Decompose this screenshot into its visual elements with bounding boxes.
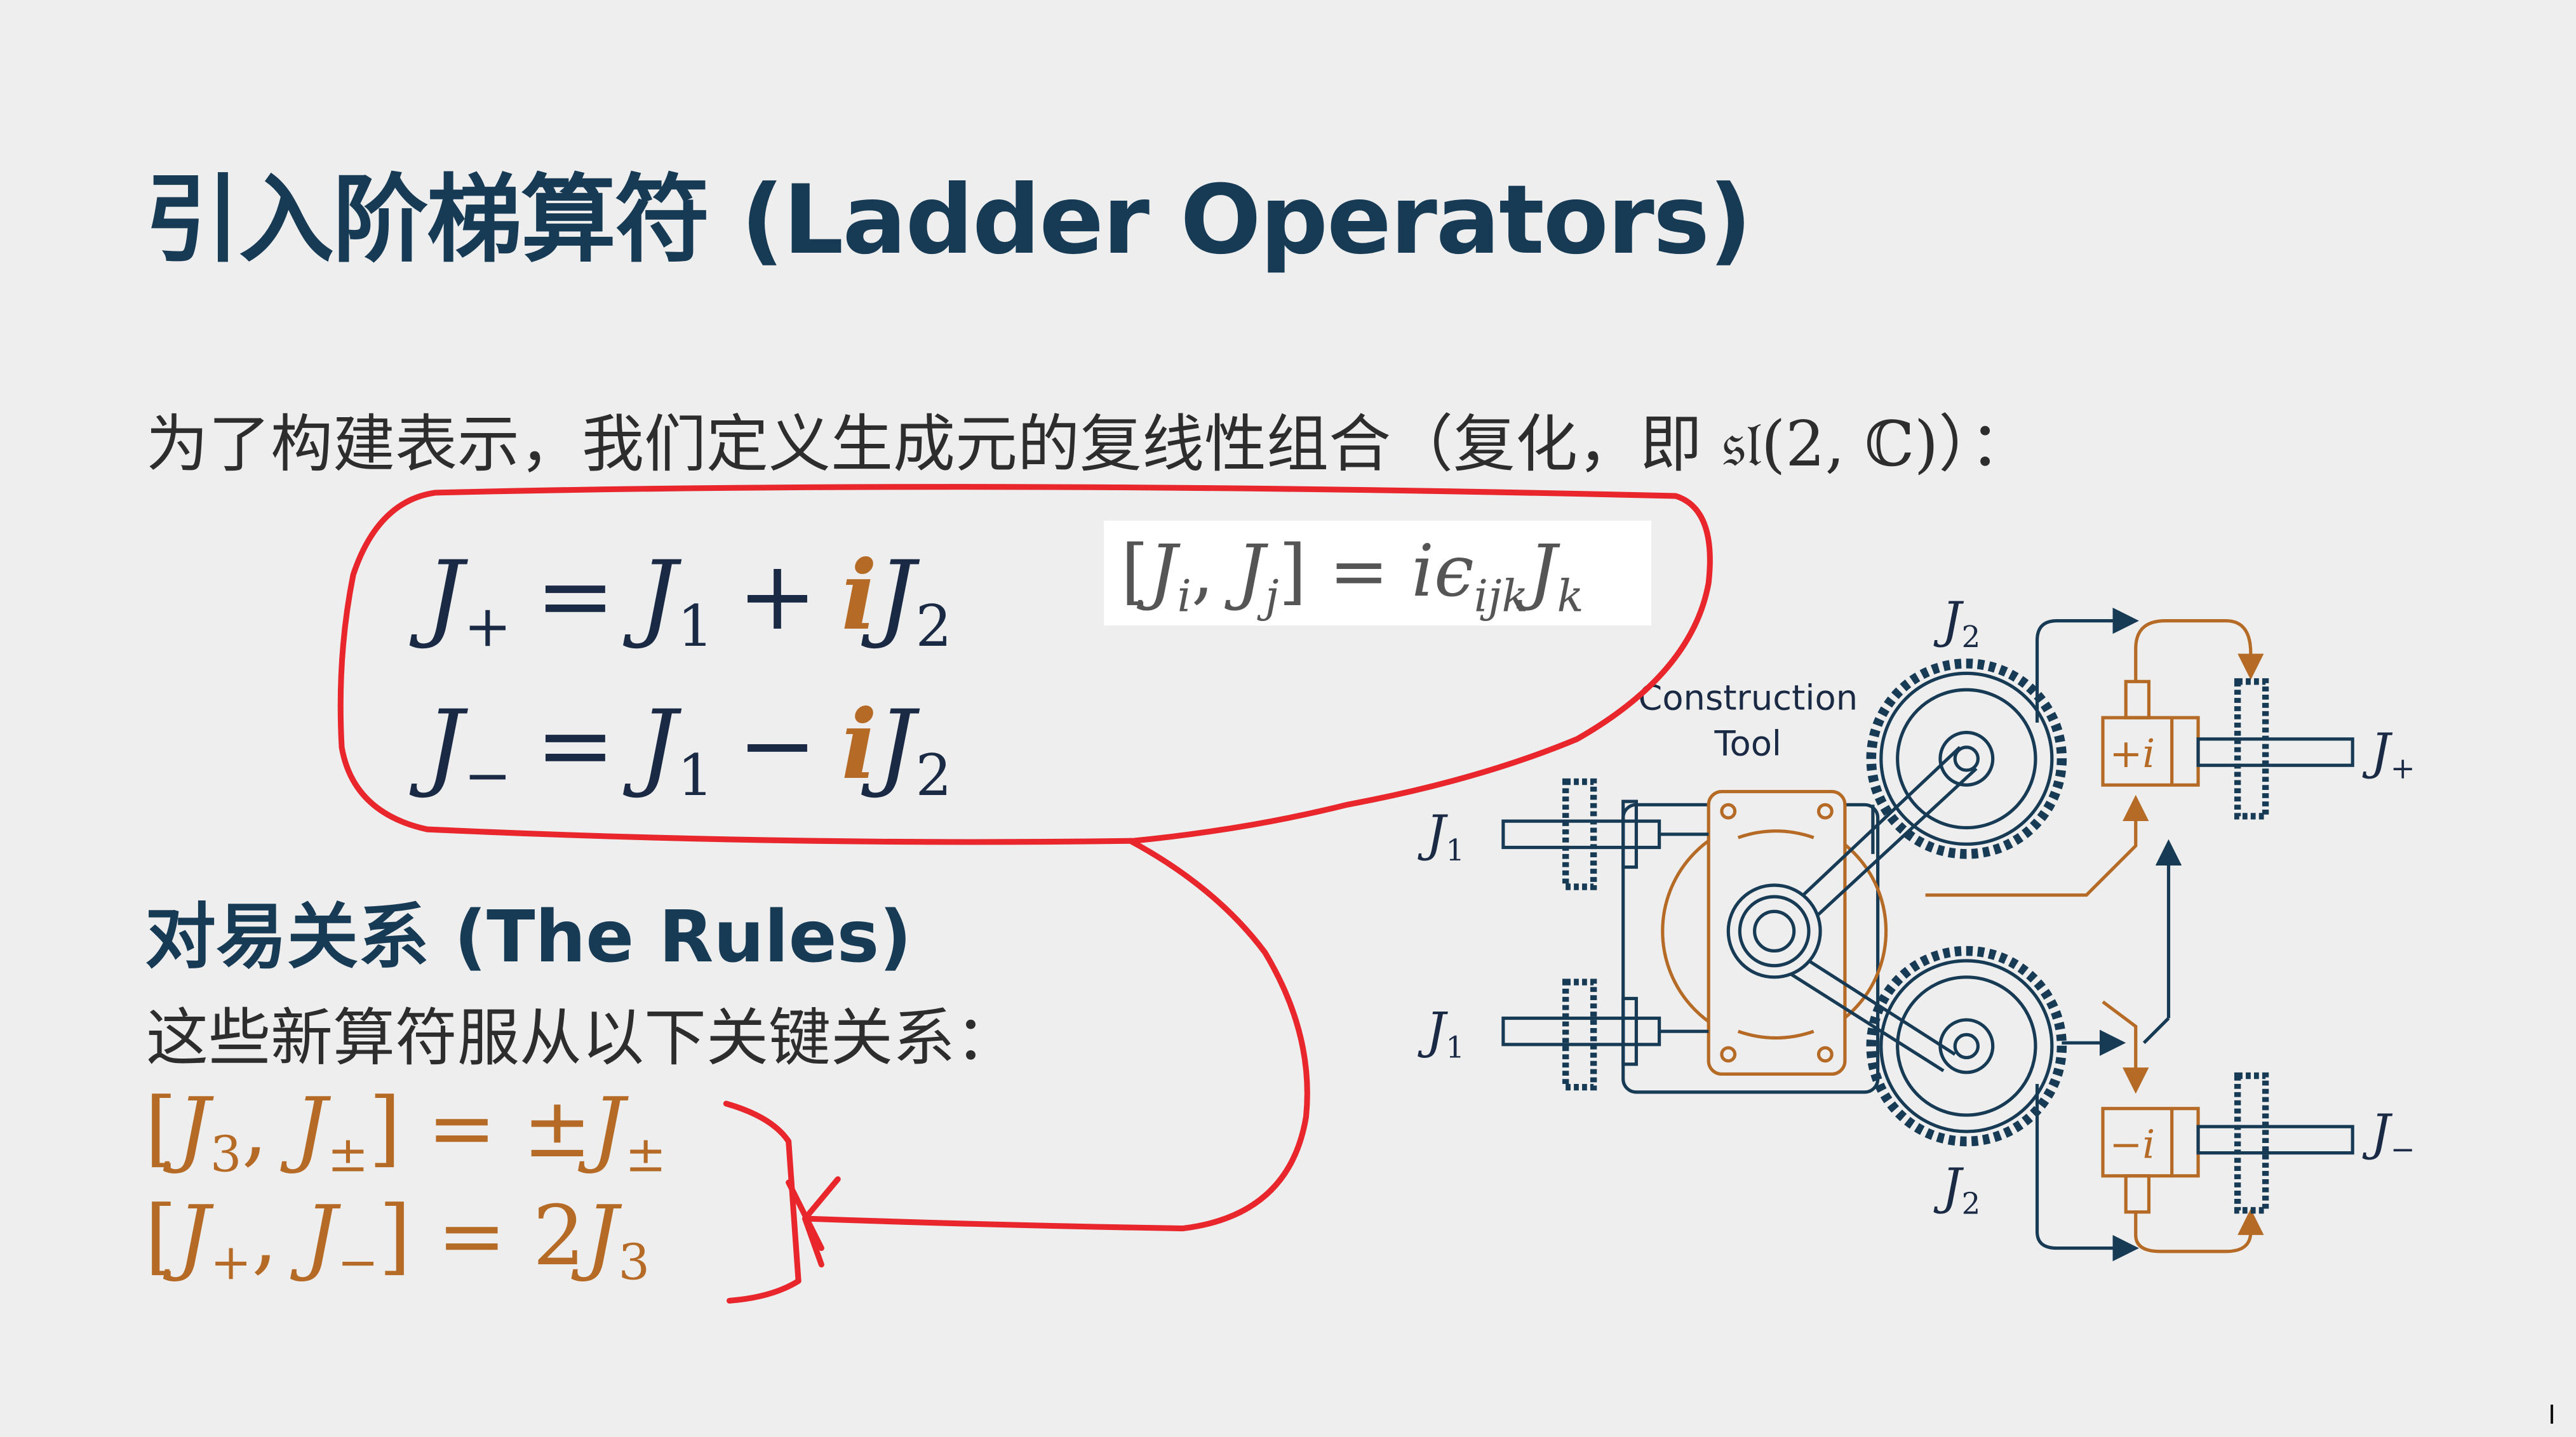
levi-civita: ϵ bbox=[1434, 530, 1474, 613]
equals: = bbox=[1306, 530, 1412, 613]
hub bbox=[1726, 883, 1822, 979]
bracket: [ bbox=[145, 1079, 177, 1176]
symbol: J bbox=[304, 1187, 337, 1284]
rules-text: 这些新算符服从以下关键关系： bbox=[146, 1002, 1018, 1074]
shaft-j1-top bbox=[1501, 778, 1709, 890]
bracket: [ bbox=[145, 1187, 177, 1284]
bracket-annotation bbox=[723, 1100, 802, 1304]
symbol: J bbox=[877, 541, 916, 652]
symbol: J bbox=[585, 1187, 619, 1284]
shaft-j-minus bbox=[2196, 1072, 2354, 1214]
commutator-box bbox=[1104, 521, 1651, 625]
bracket: ] bbox=[368, 1079, 401, 1176]
equation-j-plus: J+=J1+iJ2 bbox=[426, 540, 952, 660]
page-title: 引入阶梯算符 (Ladder Operators) bbox=[145, 165, 1752, 276]
subscript: ijk bbox=[1473, 571, 1529, 622]
intro-text: 为了构建表示，我们定义生成元的复线性组合（复化，即 𝔰𝔩(2, ℂ)）： bbox=[146, 394, 2032, 484]
symbol: J bbox=[426, 541, 464, 652]
arrow-j2-top bbox=[2035, 607, 2139, 723]
operator: − bbox=[737, 690, 817, 801]
bracket: ] bbox=[379, 1187, 412, 1284]
subscript: − bbox=[337, 1234, 379, 1292]
subscript: 3 bbox=[210, 1126, 242, 1184]
connector-arrow bbox=[802, 838, 1310, 1232]
minus-i-label: −i bbox=[2109, 1121, 2155, 1167]
intro-end: ）： bbox=[1938, 408, 2032, 481]
imaginary-unit: i bbox=[1411, 530, 1435, 613]
bracket: ] bbox=[1278, 530, 1307, 613]
subscript: ± bbox=[327, 1126, 369, 1184]
comma: , bbox=[252, 1187, 304, 1284]
rules-heading: 对易关系 (The Rules) bbox=[145, 896, 912, 979]
arm-bottom bbox=[1776, 947, 1956, 1073]
imaginary-unit: i bbox=[841, 689, 878, 801]
shaft-j-plus bbox=[2196, 678, 2354, 820]
symbol: J bbox=[591, 1079, 625, 1176]
equals: = bbox=[535, 690, 615, 801]
intro-body: 为了构建表示，我们定义生成元的复线性组合（复化，即 bbox=[146, 408, 1722, 481]
label-j1-bottom: J1 bbox=[1417, 1003, 1465, 1065]
imaginary-unit: i bbox=[841, 540, 878, 652]
symbol: J bbox=[294, 1079, 328, 1176]
subscript: 2 bbox=[915, 593, 952, 660]
commutator-relation: [Ji, Jj] = iϵijkJk bbox=[1121, 530, 1584, 622]
symbol: J bbox=[639, 541, 678, 652]
subscript: + bbox=[210, 1234, 252, 1292]
label-j1-top: J1 bbox=[1417, 806, 1465, 868]
circle-annotation bbox=[337, 484, 1713, 845]
construction-tool-diagram bbox=[1501, 607, 2354, 1262]
label-j-plus: J+ bbox=[2362, 723, 2415, 785]
symbol: J bbox=[1528, 530, 1557, 613]
subscript: − bbox=[464, 742, 512, 809]
subscript: 1 bbox=[677, 593, 714, 660]
symbol: J bbox=[177, 1079, 210, 1176]
symbol: J bbox=[177, 1187, 210, 1284]
subscript: i bbox=[1177, 571, 1191, 622]
subscript: 2 bbox=[915, 742, 952, 809]
subscript: 1 bbox=[677, 742, 714, 809]
subscript: + bbox=[464, 593, 512, 660]
equals: = ± bbox=[401, 1079, 592, 1176]
subscript: ± bbox=[624, 1126, 667, 1184]
equals: = 2 bbox=[411, 1187, 586, 1284]
symbol: J bbox=[639, 690, 678, 801]
rule-j3-jpm: [J3, J±] = ±J± bbox=[145, 1079, 666, 1183]
rule-jplus-jminus: [J+, J−] = 2J3 bbox=[145, 1187, 650, 1291]
plus-i-label: +i bbox=[2109, 730, 2155, 777]
tool-label: Tool bbox=[1714, 724, 1781, 764]
equals: = bbox=[535, 541, 615, 652]
construction-label: Construction bbox=[1638, 678, 1858, 718]
symbol: J bbox=[877, 690, 916, 801]
gear-bottom bbox=[1866, 946, 2067, 1147]
subscript: k bbox=[1557, 571, 1584, 622]
symbol: J bbox=[426, 690, 464, 801]
subscript: j bbox=[1265, 571, 1279, 622]
arrow-j2-bottom bbox=[2035, 1083, 2139, 1262]
equation-j-minus: J−=J1−iJ2 bbox=[426, 689, 952, 809]
shaft-j1-bottom bbox=[1501, 979, 1709, 1091]
intro-algebra: 𝔰𝔩(2, ℂ) bbox=[1722, 408, 1939, 481]
text-cursor bbox=[2551, 1405, 2553, 1424]
comma: , bbox=[1191, 530, 1237, 613]
red-annotation bbox=[337, 484, 1713, 1304]
gear-top bbox=[1866, 658, 2067, 859]
subscript: 3 bbox=[618, 1234, 650, 1292]
operator: + bbox=[737, 541, 817, 652]
comma: , bbox=[241, 1079, 295, 1176]
label-j-minus: J− bbox=[2362, 1104, 2415, 1166]
bracket: [ bbox=[1121, 530, 1149, 613]
label-j2-top: J2 bbox=[1933, 592, 1981, 654]
symbol: J bbox=[1148, 530, 1177, 613]
label-j2-bottom: J2 bbox=[1933, 1159, 1981, 1221]
symbol: J bbox=[1237, 530, 1265, 613]
